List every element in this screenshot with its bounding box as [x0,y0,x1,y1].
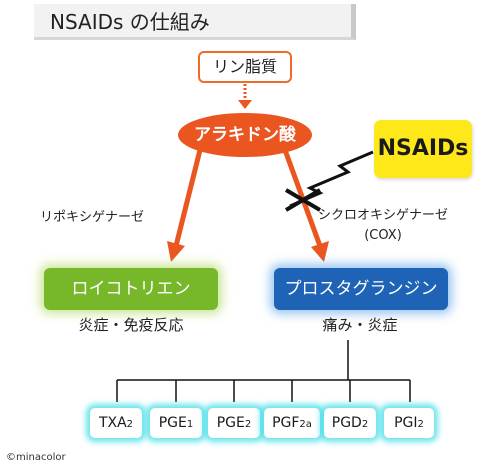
arrow-to-leukotriene [173,149,203,247]
product-base: PGE [216,415,245,431]
product-pgf2a: PGF2a [264,408,320,438]
diagram-title: NSAIDs の仕組み [34,4,356,40]
product-base: PGI [394,415,418,431]
product-base: PGF [272,415,300,431]
product-pgd2: PGD2 [324,408,376,438]
prostaglandin-effect: 痛み・炎症 [322,316,398,334]
copyright-notice: ©minacolor [6,452,66,463]
product-sub: 2a [299,419,312,430]
cyclooxygenase-name: シクロオキシゲナーゼ [318,208,449,223]
product-txa2: TXA2 [90,408,142,438]
product-pge2: PGE2 [208,408,260,438]
product-sub: 2 [361,419,369,430]
nsaids-node: NSAIDs [374,120,472,178]
product-sub: 2 [244,419,252,430]
product-sub: 1 [186,419,194,430]
phospholipid-node: リン脂質 [198,51,292,83]
cyclooxygenase-label: シクロオキシゲナーゼ (COX) [318,206,448,246]
arrow-to-leukotriene-head [167,241,185,262]
block-mark-b [284,188,322,212]
product-pgi2: PGI2 [384,408,434,438]
cox-abbreviation: (COX) [364,228,402,243]
arachidonic-acid-node: アラキドン酸 [178,113,312,157]
dotted-arrow-head [238,100,252,109]
leukotriene-effect: 炎症・免疫反応 [78,316,184,334]
product-sub: 2 [126,419,134,430]
arrow-to-prostaglandin-head [311,241,329,262]
product-base: PGE [158,415,187,431]
leukotriene-node: ロイコトリエン [44,268,218,310]
product-pge1: PGE1 [150,408,202,438]
prostaglandin-node: プロスタグランジン [274,268,448,310]
product-base: TXA [98,415,127,431]
product-base: PGD [331,415,362,431]
product-sub: 2 [417,419,424,430]
lipoxygenase-label: リポキシゲナーゼ [40,210,145,225]
